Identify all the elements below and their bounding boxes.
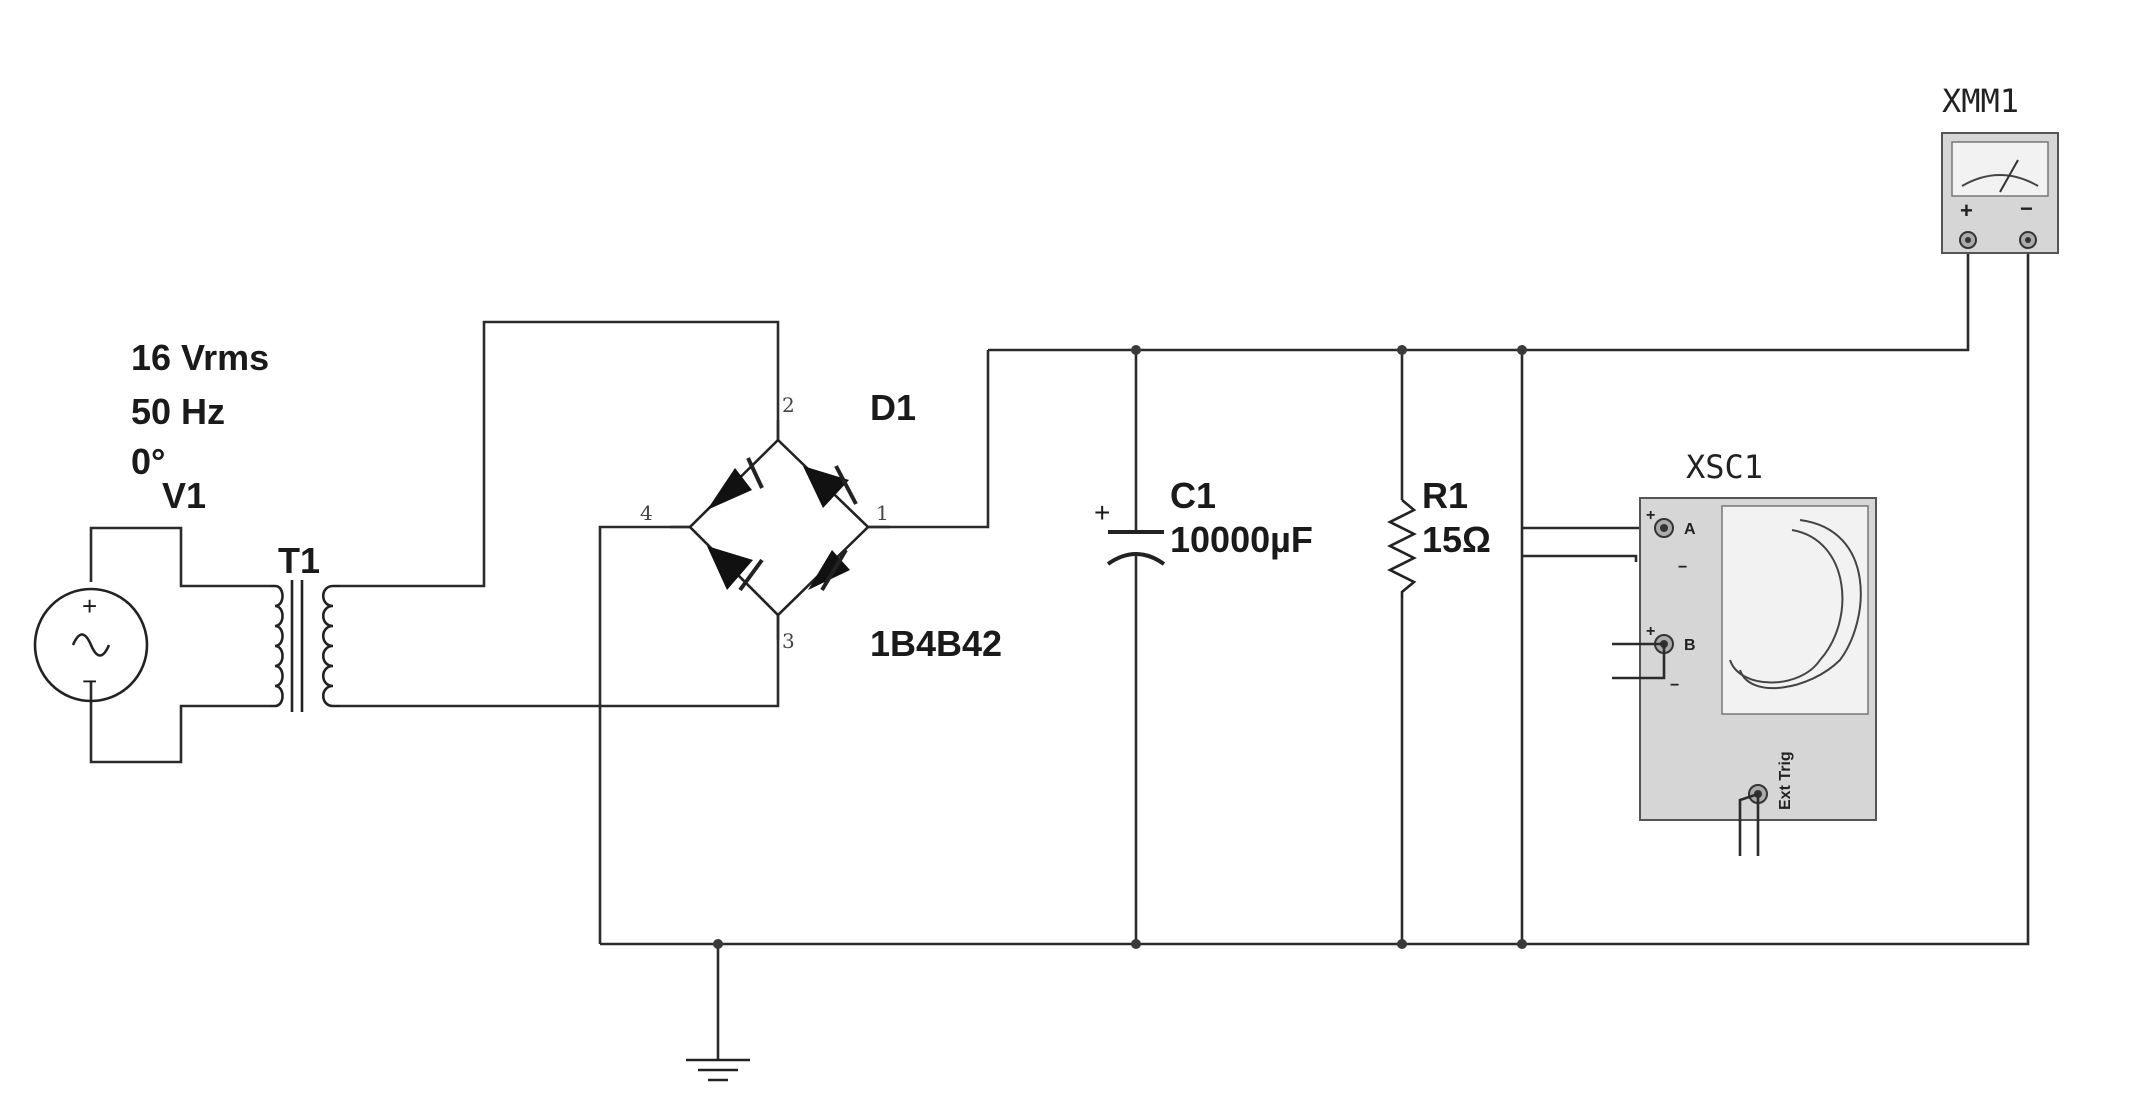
junction-dot bbox=[1517, 345, 1527, 355]
resistor-r1[interactable] bbox=[1387, 499, 1417, 598]
bridge-pin-3: 3 bbox=[782, 629, 795, 653]
capacitor-ref-label: C1 bbox=[1170, 475, 1216, 516]
multimeter-xmm1[interactable]: + − bbox=[1941, 132, 2059, 254]
scope-a-minus: − bbox=[1678, 559, 1687, 576]
diode-icon bbox=[707, 468, 752, 510]
meter-arc bbox=[1961, 174, 2039, 187]
scope-ext-trig-label: Ext Trig bbox=[1777, 751, 1794, 810]
transformer-primary-coil bbox=[270, 584, 284, 708]
bridge-ref-label: D1 bbox=[870, 387, 916, 428]
bridge-part-label: 1B4B42 bbox=[870, 623, 1002, 664]
multimeter-display bbox=[1951, 141, 2049, 197]
capacitor-c1[interactable]: + bbox=[1094, 497, 1166, 566]
transformer-t1[interactable] bbox=[270, 580, 340, 712]
scope-terminal-a-dot bbox=[1660, 524, 1668, 532]
scope-b-plus: + bbox=[1646, 623, 1655, 640]
source-frequency-label: 50 Hz bbox=[131, 391, 225, 432]
bridge-rectifier-d1[interactable] bbox=[670, 420, 890, 640]
ground-symbol[interactable] bbox=[686, 1058, 750, 1082]
wire-bridge-pin1[interactable] bbox=[868, 350, 990, 529]
sine-wave-icon bbox=[71, 633, 111, 657]
diode-bar bbox=[820, 548, 848, 592]
wire-ground-rail[interactable] bbox=[600, 240, 2030, 946]
junction-dot bbox=[1131, 345, 1141, 355]
source-voltage-label: 16 Vrms bbox=[131, 337, 269, 378]
capacitor-value-label: 10000µF bbox=[1170, 519, 1313, 560]
wire-v1-top[interactable] bbox=[89, 526, 270, 588]
capacitor-plate-bottom bbox=[1106, 552, 1166, 566]
bridge-pin-1: 1 bbox=[876, 501, 889, 525]
multimeter-minus-label: − bbox=[2020, 196, 2033, 221]
scope-b-minus: − bbox=[1670, 677, 1679, 694]
source-minus-sign: − bbox=[82, 666, 97, 696]
oscilloscope-ref-label: XSC1 bbox=[1686, 448, 1763, 486]
multimeter-plus-label: + bbox=[1960, 198, 1973, 223]
ac-source-circle bbox=[33, 587, 149, 703]
junctions bbox=[713, 345, 1527, 949]
junction-dot bbox=[1397, 939, 1407, 949]
diode-icon bbox=[707, 546, 753, 590]
diode-bar bbox=[738, 558, 764, 592]
diode-bar bbox=[746, 457, 764, 489]
source-phase-label: 0° bbox=[131, 441, 165, 482]
resistor-zigzag bbox=[1387, 499, 1417, 598]
resistor-ref-label: R1 bbox=[1422, 475, 1468, 516]
scope-b-lead bbox=[1612, 642, 1666, 680]
wire-scope-a-minus[interactable] bbox=[1522, 554, 1638, 562]
junction-dot bbox=[713, 939, 723, 949]
ac-source-v1[interactable]: + − bbox=[33, 587, 149, 703]
multimeter-terminal-plus-dot bbox=[1965, 237, 1971, 243]
wire-t1-sec-top[interactable] bbox=[340, 320, 780, 588]
bridge-pin-2: 2 bbox=[782, 393, 795, 417]
multimeter-terminal-minus-dot bbox=[2025, 237, 2031, 243]
wire-bridge-pin4[interactable] bbox=[598, 525, 690, 944]
oscilloscope-trace bbox=[1739, 519, 1862, 690]
source-ref-label: V1 bbox=[162, 475, 206, 516]
scope-channel-a-label: A bbox=[1684, 521, 1696, 538]
bridge-pin-4: 4 bbox=[640, 501, 653, 525]
bridge-diamond bbox=[688, 439, 870, 617]
multimeter-ref-label: XMM1 bbox=[1942, 82, 2019, 120]
transformer-ref-label: T1 bbox=[278, 540, 320, 581]
scope-a-plus: + bbox=[1646, 507, 1655, 524]
source-plus-sign: + bbox=[82, 591, 97, 621]
wires bbox=[89, 240, 2030, 1060]
diode-bar bbox=[834, 465, 858, 505]
wire-t1-sec-bottom[interactable] bbox=[340, 615, 780, 708]
oscilloscope-trace bbox=[1729, 529, 1844, 684]
junction-dot bbox=[1517, 939, 1527, 949]
junction-dot bbox=[1397, 345, 1407, 355]
oscilloscope-xsc1[interactable]: A B + − + − Ext Trig bbox=[1612, 497, 1877, 856]
diode-icon bbox=[803, 466, 849, 508]
wire-top-rail[interactable] bbox=[988, 240, 1970, 352]
oscilloscope-screen bbox=[1721, 505, 1869, 715]
scope-channel-b-label: B bbox=[1684, 637, 1696, 654]
meter-needle-icon bbox=[1999, 159, 2019, 193]
capacitor-plus-sign: + bbox=[1094, 497, 1110, 528]
resistor-value-label: 15Ω bbox=[1422, 519, 1491, 560]
scope-ext-lead bbox=[1738, 792, 1760, 856]
junction-dot bbox=[1131, 939, 1141, 949]
transformer-secondary-coil bbox=[321, 584, 340, 708]
wire-v1-bottom[interactable] bbox=[89, 682, 270, 764]
